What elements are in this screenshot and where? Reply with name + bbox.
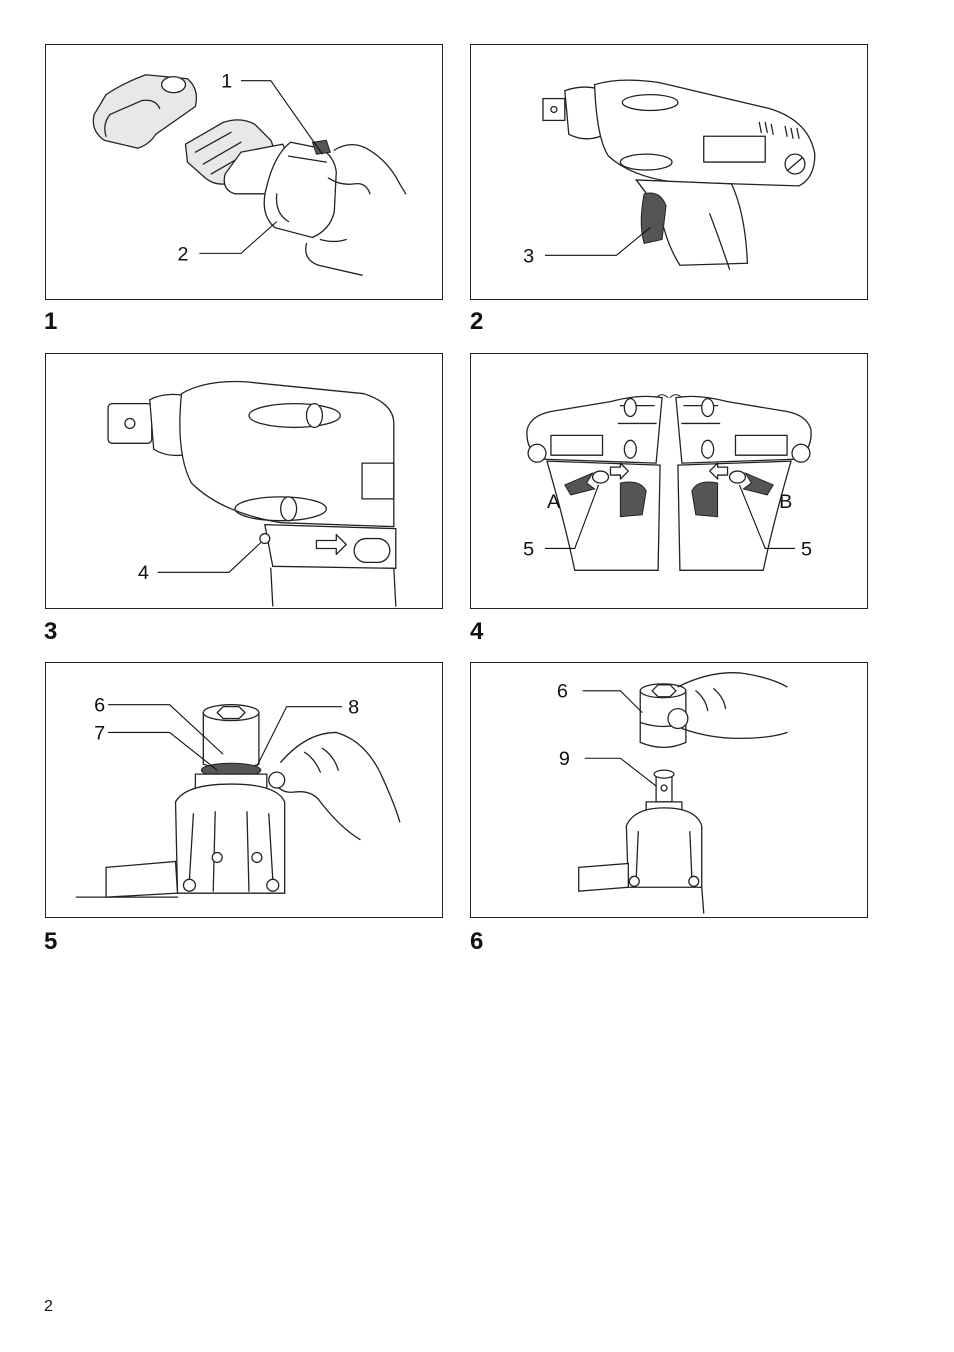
- callout-B: B: [779, 491, 792, 513]
- figure-2-illustration: 3: [471, 45, 867, 299]
- anvil-square-drive: [108, 404, 152, 444]
- figure-3-panel: 4: [45, 353, 443, 609]
- figure-6-illustration: 6 9: [471, 663, 867, 917]
- figure-4-number: 4: [470, 620, 483, 644]
- callout-5-right: 5: [801, 538, 812, 560]
- figure-6-number: 6: [470, 930, 483, 954]
- figure-4-illustration: A B 5 5: [471, 354, 867, 608]
- figure-5-illustration: 6 7 8: [46, 663, 442, 917]
- callout-8: 8: [348, 697, 359, 719]
- callout-6: 6: [94, 695, 105, 717]
- figure-1-panel: 1 2: [45, 44, 443, 300]
- page-number: 2: [44, 1298, 53, 1316]
- figure-5-number: 5: [44, 930, 57, 954]
- figure-1-number: 1: [44, 310, 57, 334]
- callout-3: 3: [523, 245, 534, 267]
- callout-9: 9: [559, 748, 570, 770]
- callout-6: 6: [557, 681, 568, 703]
- callout-2: 2: [178, 243, 189, 265]
- callout-A: A: [547, 491, 561, 513]
- figure-3-number: 3: [44, 620, 57, 644]
- figure-3-illustration: 4: [46, 354, 442, 608]
- figure-2-number: 2: [470, 310, 483, 334]
- callout-1: 1: [221, 71, 232, 93]
- figure-4-panel: A B 5 5: [470, 353, 868, 609]
- figure-1-illustration: 1 2: [46, 45, 442, 299]
- figure-2-panel: 3: [470, 44, 868, 300]
- callout-5-left: 5: [523, 538, 534, 560]
- figure-6-panel: 6 9: [470, 662, 868, 918]
- callout-4: 4: [138, 562, 149, 584]
- callout-7: 7: [94, 722, 105, 744]
- figure-5-panel: 6 7 8: [45, 662, 443, 918]
- anvil-square-drive: [543, 99, 565, 121]
